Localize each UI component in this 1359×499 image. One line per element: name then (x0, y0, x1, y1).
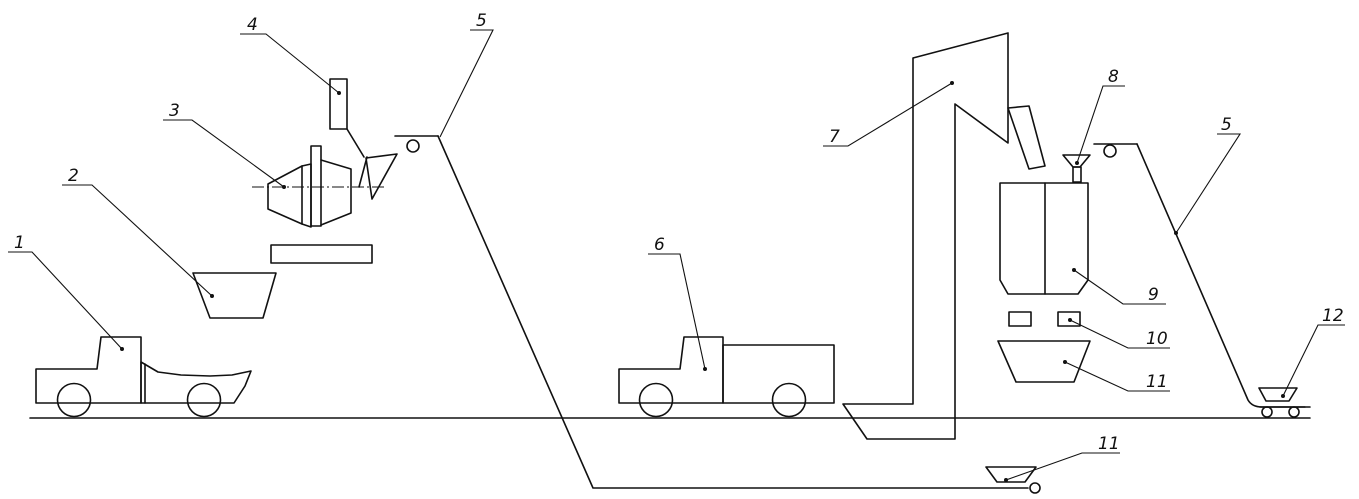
discharge-hopper (997, 340, 1091, 383)
leader-lines (8, 29, 1345, 482)
wheeled-cart (1258, 387, 1306, 418)
label-10: 10 (1146, 329, 1168, 349)
belt-conveyor-left (394, 135, 1041, 494)
lower-cart (985, 466, 1037, 483)
receiving-hopper (192, 272, 277, 319)
dump-truck (35, 336, 252, 418)
feed-funnel (1062, 154, 1091, 183)
label-8: 8 (1108, 67, 1119, 87)
label-2: 2 (68, 166, 79, 186)
feeder-plate (270, 244, 373, 264)
label-3: 3 (169, 101, 180, 121)
dispenser-unit (329, 78, 365, 158)
label-5-right: 5 (1221, 115, 1232, 135)
bucket-elevator (842, 32, 1046, 440)
flatbed-truck (618, 336, 835, 418)
belt-conveyor-right (1093, 143, 1311, 408)
storage-bin (999, 182, 1089, 295)
label-11-bottom: 11 (1098, 434, 1120, 454)
label-12: 12 (1322, 306, 1344, 326)
label-5-left: 5 (476, 11, 487, 31)
label-7: 7 (829, 127, 840, 147)
drum-discharge-chute (358, 153, 398, 200)
label-6: 6 (654, 235, 665, 255)
label-11-right: 11 (1146, 372, 1168, 392)
rotary-drum (252, 145, 385, 228)
label-1: 1 (14, 233, 25, 253)
label-4: 4 (247, 15, 258, 35)
label-9: 9 (1148, 285, 1159, 305)
weigher-blocks (1008, 311, 1081, 327)
